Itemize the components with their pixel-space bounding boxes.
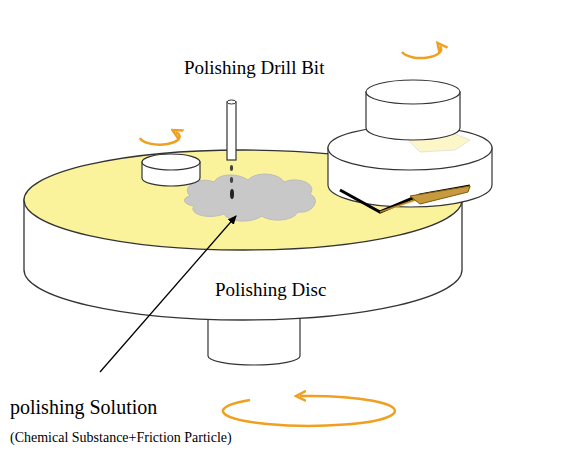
shaft [208,318,300,365]
nozzle [227,100,236,199]
callout-label: polishing Solution [10,396,157,418]
rotation-arrow [140,46,441,426]
carrier-head [328,80,492,212]
part-label: Polishing Disc [215,280,326,301]
callout-note: (Chemical Substance+Friction Particle) [10,430,232,445]
conditioner-puck [142,154,200,186]
part-label: Polishing Drill Bit [184,58,324,79]
slurry [184,174,315,221]
